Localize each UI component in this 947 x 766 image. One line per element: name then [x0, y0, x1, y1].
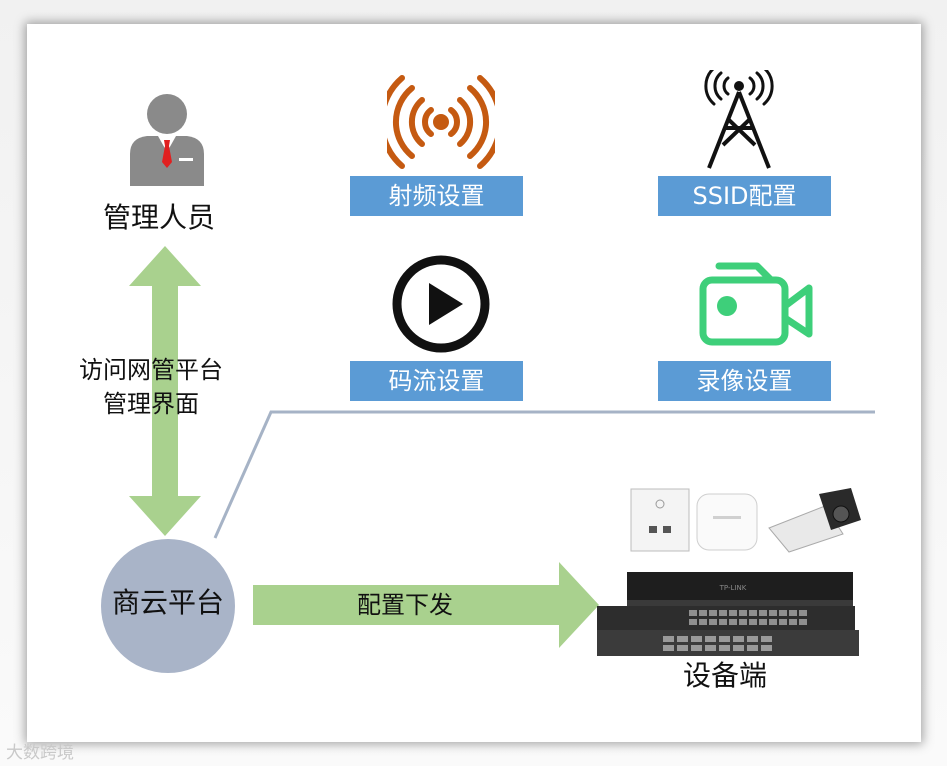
platform-node — [101, 539, 235, 673]
play-icon — [392, 255, 490, 353]
ssid-settings-box: SSID配置 — [658, 176, 831, 216]
stream-settings-box: 码流设置 — [350, 361, 523, 401]
admin-person-icon — [130, 94, 204, 186]
config-arrow — [253, 562, 599, 648]
network-devices-icon: TP-LINK — [597, 488, 861, 656]
radio-wave-icon — [387, 75, 495, 169]
access-double-arrow — [129, 246, 201, 536]
access-text-line1: 访问网管平台 — [79, 356, 223, 384]
platform-label: 商云平台 — [112, 586, 225, 619]
rf-settings-box: 射频设置 — [350, 176, 523, 216]
access-text-line2: 管理界面 — [103, 390, 199, 418]
record-settings-box: 录像设置 — [658, 361, 831, 401]
connector-line — [213, 410, 875, 539]
admin-label: 管理人员 — [103, 201, 216, 234]
diagram-canvas: 管理人员 访问网管平台 管理界面 商云平台 配置下发 射频设置 — [27, 24, 921, 742]
video-camera-icon — [699, 262, 813, 346]
svg-text:TP-LINK: TP-LINK — [719, 584, 747, 592]
signal-tower-icon — [704, 70, 774, 169]
watermark: 大数跨境 — [6, 743, 74, 763]
config-arrow-label: 配置下发 — [357, 591, 453, 619]
device-label: 设备端 — [683, 659, 768, 692]
